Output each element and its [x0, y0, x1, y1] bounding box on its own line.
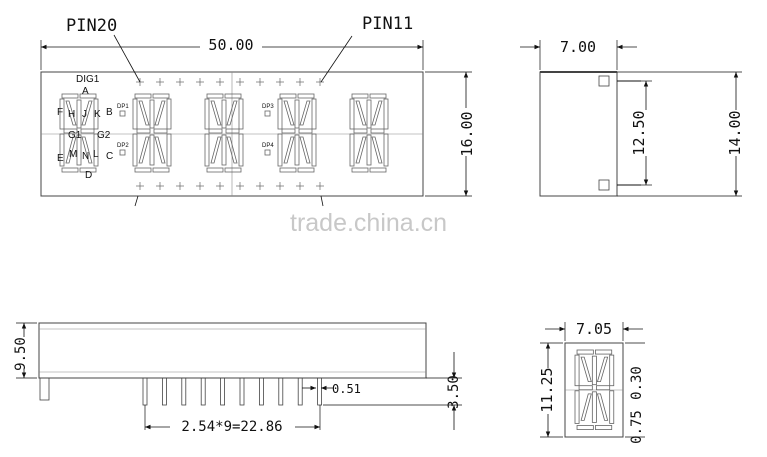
- digit-5: [349, 93, 389, 173]
- label-e: E: [57, 153, 64, 164]
- label-j: J: [82, 109, 87, 120]
- digit-detail-view: 7.05 11.25 0.30 0.75: [538, 320, 645, 444]
- front-height-dimension: 16.00: [425, 71, 476, 197]
- side-view: 7.00 12.50 14.00: [520, 38, 744, 197]
- bottom-pin: [317, 377, 323, 406]
- pin-diameter-value: 0.51: [332, 382, 361, 396]
- digit-width-value: 7.05: [576, 320, 612, 338]
- pin-callouts: PIN20 PIN11: [66, 14, 413, 207]
- bottom-pin: [220, 377, 226, 406]
- watermark: trade.china.cn: [290, 209, 447, 237]
- label-dp3: DP3: [262, 104, 274, 110]
- segment-labels: DIG1 A F H J K B G1 G2 E M N L C D DP1 D…: [57, 74, 274, 181]
- pin-pitch-value: 2.54*9=22.86: [181, 419, 282, 435]
- bottom-pin: [297, 377, 303, 406]
- bottom-pin: [239, 377, 245, 406]
- bottom-view: 9.50 2.54*9=22.86 0.51 3.50: [13, 322, 462, 435]
- bottom-pin: [181, 377, 187, 406]
- bottom-pin: [278, 377, 284, 406]
- segment-width-value: 0.30: [629, 366, 645, 400]
- label-g1: G1: [68, 130, 82, 141]
- label-dp2: DP2: [117, 143, 129, 149]
- label-h: H: [68, 109, 75, 120]
- pin-length-value: 3.50: [446, 375, 462, 409]
- label-c: C: [106, 151, 113, 162]
- label-k: K: [94, 109, 101, 120]
- label-n: N: [82, 151, 89, 162]
- label-d: D: [85, 170, 92, 181]
- side-total-height-value: 14.00: [726, 110, 744, 155]
- front-view: DIG1 A F H J K B G1 G2 E M N L C D DP1 D…: [40, 14, 476, 207]
- bottom-pin: [142, 377, 148, 406]
- bottom-pins: [142, 377, 323, 406]
- digit-4: [277, 93, 317, 173]
- bottom-pin: [258, 377, 264, 406]
- digit-height-value: 11.25: [538, 367, 556, 412]
- label-f: F: [57, 107, 63, 118]
- side-width-value: 7.00: [560, 38, 596, 56]
- label-g2: G2: [97, 130, 111, 141]
- bottom-pin: [161, 377, 167, 406]
- label-b: B: [106, 107, 113, 118]
- label-dp1: DP1: [117, 104, 129, 110]
- label-dig1: DIG1: [76, 74, 100, 85]
- label-l: L: [93, 149, 99, 160]
- label-dp4: DP4: [262, 143, 274, 149]
- front-width-dimension: 50.00: [40, 36, 424, 70]
- bottom-height-value: 9.50: [13, 337, 29, 371]
- decimal-points: [119, 110, 271, 156]
- pin11-callout: PIN11: [362, 14, 413, 34]
- bottom-pin: [200, 377, 206, 406]
- digit-2: [132, 93, 172, 173]
- side-pin-span-value: 12.50: [630, 110, 648, 155]
- segment-gap-value: 0.75: [629, 410, 645, 444]
- front-height-value: 16.00: [458, 111, 476, 156]
- label-a: A: [82, 86, 89, 97]
- digit-3: [204, 93, 244, 173]
- label-m: M: [69, 149, 77, 160]
- pin-marks: [136, 78, 324, 190]
- front-width-value: 50.00: [208, 36, 253, 54]
- pin20-callout: PIN20: [66, 16, 117, 36]
